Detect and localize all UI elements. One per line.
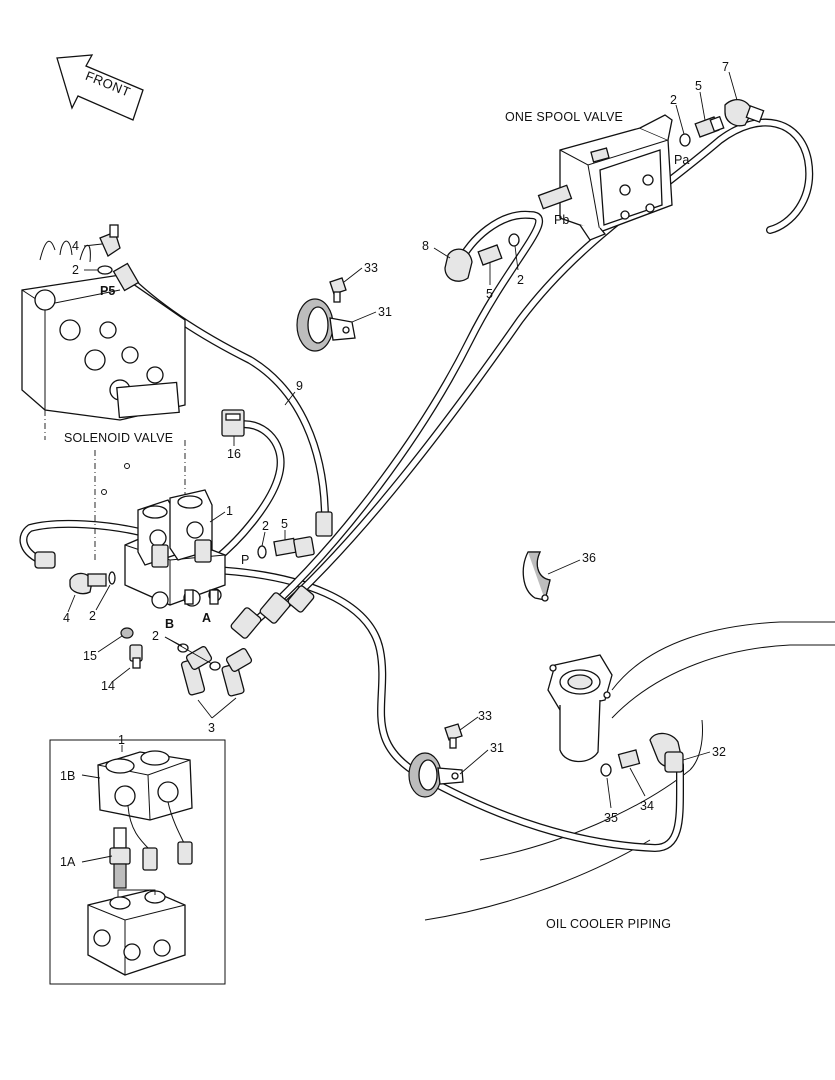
callout-1: 1 [226, 504, 233, 518]
fitting-3-a [180, 646, 213, 696]
front-arrow-icon: FRONT [56, 54, 144, 121]
o-ring-2-p [257, 545, 267, 559]
o-ring-2-b [209, 661, 221, 671]
port-label-pa: Pa [674, 153, 689, 167]
bolt-33-top [329, 277, 347, 303]
o-ring-35 [600, 763, 612, 777]
callout-15: 15 [83, 649, 97, 663]
hose-end-b [259, 592, 291, 624]
inset-coil-1B [97, 750, 193, 871]
clamp-36 [522, 551, 551, 602]
section-oil-cooler-piping: OIL COOLER PIPING [546, 917, 671, 931]
one-spool-valve [537, 114, 673, 241]
callout-5-top: 5 [695, 79, 702, 93]
callout-5-p: 5 [281, 517, 288, 531]
callout-3: 3 [208, 721, 215, 735]
callout-32: 32 [712, 745, 726, 759]
bolt-33-bot [444, 723, 463, 749]
inset-callout-1A: 1A [60, 855, 76, 869]
callout-31-bot: 31 [490, 741, 504, 755]
hose-end-p5 [112, 262, 140, 292]
fitting-4-top [99, 224, 121, 257]
section-solenoid-valve: SOLENOID VALVE [64, 431, 173, 445]
inset-callout-1: 1 [118, 733, 125, 747]
o-ring-2-sol [97, 265, 113, 275]
washer-15 [120, 627, 134, 639]
inset-frame [49, 739, 226, 985]
section-one-spool-valve: ONE SPOOL VALVE [505, 110, 623, 124]
connector-16 [221, 409, 245, 437]
callout-2-mid: 2 [517, 273, 524, 287]
hose-end-c [287, 585, 315, 613]
inset-callout-1B: 1B [60, 769, 75, 783]
callout-2-bot: 2 [89, 609, 96, 623]
fitting-32 [649, 732, 684, 773]
clamp-31-bot [408, 752, 464, 798]
solenoid-valve-1 [124, 489, 226, 609]
callout-33-top: 33 [364, 261, 378, 275]
bolt-14 [129, 644, 143, 669]
callout-2-ab: 2 [152, 629, 159, 643]
o-ring-2-mid [508, 233, 520, 247]
callout-33-bot: 33 [478, 709, 492, 723]
callout-7: 7 [722, 60, 729, 74]
callout-9: 9 [296, 379, 303, 393]
callout-2-top: 2 [670, 93, 677, 107]
fitting-5-p [273, 536, 315, 558]
inset-cartridge-1A [109, 827, 131, 889]
clamp-31-top [296, 298, 356, 352]
port-label-p5: P5 [100, 284, 115, 298]
oil-cooler-outline [424, 621, 835, 921]
port-label-b: B [165, 617, 174, 631]
hoses [19, 118, 814, 852]
callout-31-top: 31 [378, 305, 392, 319]
callout-2-sol: 2 [72, 263, 79, 277]
port-label-pb: Pb [554, 213, 569, 227]
fitting-5-top [694, 115, 725, 138]
fitting-3-b [221, 648, 253, 697]
callout-4-bot: 4 [63, 611, 70, 625]
callout-5-mid: 5 [486, 287, 493, 301]
o-ring-2-top [679, 133, 691, 147]
port-label-a: A [202, 611, 211, 625]
fitting-8 [444, 248, 473, 282]
fitting-5-mid [477, 244, 503, 266]
callout-14: 14 [101, 679, 115, 693]
hose-end-a [230, 607, 262, 639]
callout-34: 34 [640, 799, 654, 813]
callout-4-top: 4 [72, 239, 79, 253]
callout-8: 8 [422, 239, 429, 253]
solenoid-valve-assembly [21, 240, 186, 440]
hose-end-9 [315, 511, 333, 537]
inset-bracket [117, 889, 156, 897]
fitting-34 [617, 749, 641, 769]
mark [101, 489, 107, 495]
leader-lines [67, 71, 738, 863]
callout-2-p: 2 [262, 519, 269, 533]
fitting-4-bot [34, 551, 107, 595]
o-ring-2-bot [108, 571, 116, 585]
port-label-p: P [241, 553, 249, 567]
callout-35: 35 [604, 811, 618, 825]
oil-cooler-pipe [547, 654, 613, 763]
callout-16: 16 [227, 447, 241, 461]
callout-36: 36 [582, 551, 596, 565]
inset-valve-body [87, 889, 186, 976]
fitting-7 [724, 99, 765, 127]
mark [124, 463, 130, 469]
